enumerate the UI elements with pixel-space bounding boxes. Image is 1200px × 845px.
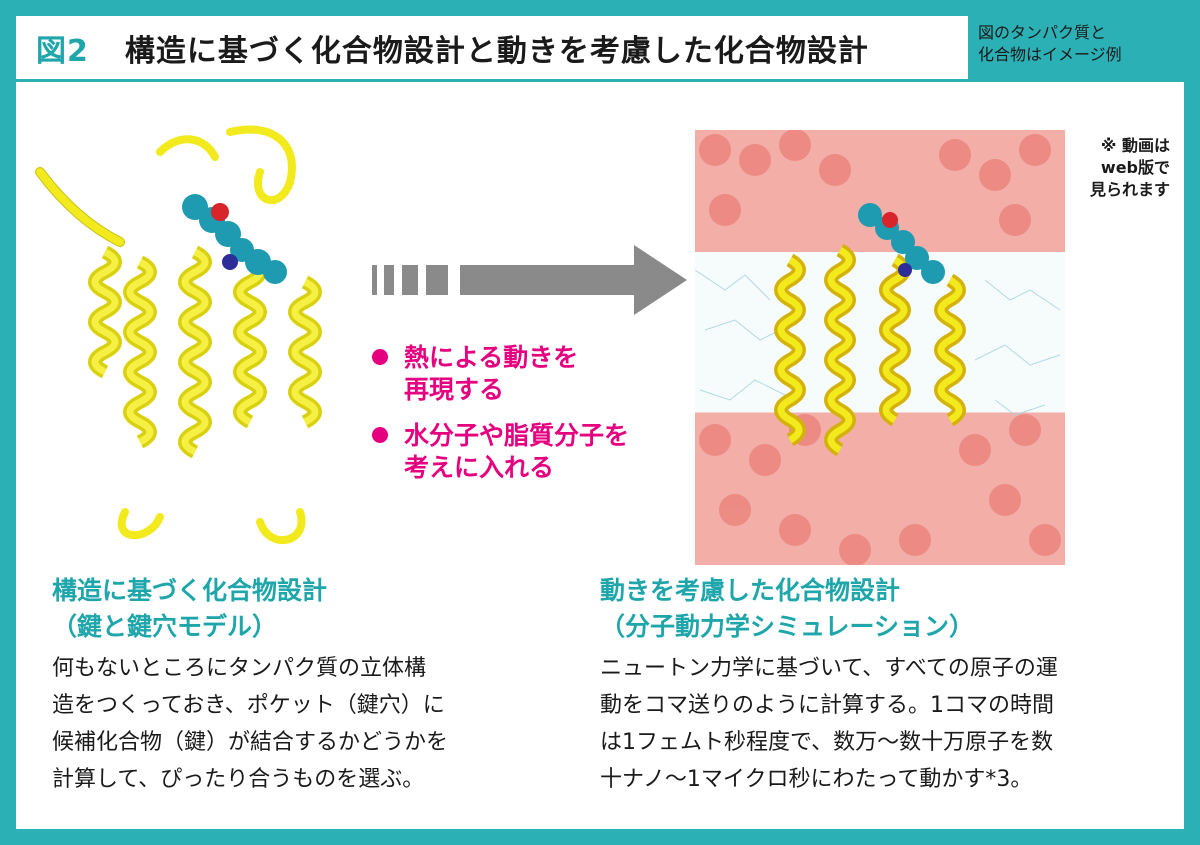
bullet-line: 熱による動きを bbox=[404, 343, 579, 372]
bullet-line: 考えに入れる bbox=[404, 453, 555, 482]
left-body-line: 造をつくっておき、ポケット（鍵穴）に bbox=[52, 693, 445, 718]
ligand-spheres bbox=[858, 203, 945, 284]
right-section-body: ニュートン力学に基づいて、すべての原子の運 動をコマ送りのように計算する。1コマ… bbox=[600, 650, 1180, 798]
simulation-feature-list: 熱による動きを 再現する 水分子や脂質分子を 考えに入れる bbox=[372, 342, 682, 498]
molecular-dynamics-image bbox=[695, 130, 1065, 565]
image-example-note-line2: 化合物はイメージ例 bbox=[978, 45, 1122, 64]
video-availability-note: ※ 動画は web版で 見られます bbox=[1070, 135, 1170, 201]
header-note-background bbox=[968, 16, 1184, 82]
protein-structure-static-image bbox=[30, 112, 360, 552]
image-example-note-line1: 図のタンパク質と bbox=[978, 23, 1107, 42]
left-body-line: 候補化合物（鍵）が結合するかどうかを bbox=[52, 730, 449, 755]
right-body-line: 動をコマ送りのように計算する。1コマの時間 bbox=[600, 693, 1054, 718]
left-title-line2: （鍵と鍵穴モデル） bbox=[52, 612, 278, 641]
right-body-line: 十ナノ～1マイクロ秒にわたって動かす*3。 bbox=[600, 767, 1033, 792]
bullet-line: 再現する bbox=[404, 375, 505, 404]
right-body-line: ニュートン力学に基づいて、すべての原子の運 bbox=[600, 656, 1058, 681]
left-section-body: 何もないところにタンパク質の立体構 造をつくっておき、ポケット（鍵穴）に 候補化… bbox=[52, 650, 592, 798]
left-section-title: 構造に基づく化合物設計 （鍵と鍵穴モデル） bbox=[52, 573, 612, 645]
right-body-line: は1フェムト秒程度で、数万～数十万原子を数 bbox=[600, 730, 1054, 755]
image-example-note: 図のタンパク質と 化合物はイメージ例 bbox=[978, 22, 1188, 66]
figure-number: 図2 bbox=[36, 33, 89, 69]
bullet-dot-icon bbox=[372, 427, 388, 443]
membrane-protein-illustration bbox=[695, 130, 1061, 565]
video-note-line2: web版で bbox=[1100, 158, 1170, 177]
video-note-line1: ※ 動画は bbox=[1100, 136, 1170, 155]
left-body-line: 計算して、ぴったり合うものを選ぶ。 bbox=[52, 767, 425, 792]
figure-title: 構造に基づく化合物設計と動きを考慮した化合物設計 bbox=[124, 33, 869, 69]
right-title-line2: （分子動力学シミュレーション） bbox=[600, 612, 975, 641]
left-title-line1: 構造に基づく化合物設計 bbox=[52, 576, 328, 605]
transition-arrow bbox=[372, 245, 687, 315]
right-section-title: 動きを考慮した化合物設計 （分子動力学シミュレーション） bbox=[600, 573, 1180, 645]
video-note-line3: 見られます bbox=[1089, 180, 1170, 199]
list-item: 熱による動きを 再現する bbox=[372, 342, 682, 406]
protein-ribbon-illustration bbox=[35, 125, 322, 544]
left-body-line: 何もないところにタンパク質の立体構 bbox=[52, 656, 427, 681]
bullet-line: 水分子や脂質分子を bbox=[404, 421, 630, 450]
list-item: 水分子や脂質分子を 考えに入れる bbox=[372, 420, 682, 484]
ligand-spheres bbox=[182, 194, 287, 284]
right-title-line1: 動きを考慮した化合物設計 bbox=[600, 576, 901, 605]
figure-header: 図2 構造に基づく化合物設計と動きを考慮した化合物設計 bbox=[16, 16, 968, 82]
bullet-dot-icon bbox=[372, 349, 388, 365]
